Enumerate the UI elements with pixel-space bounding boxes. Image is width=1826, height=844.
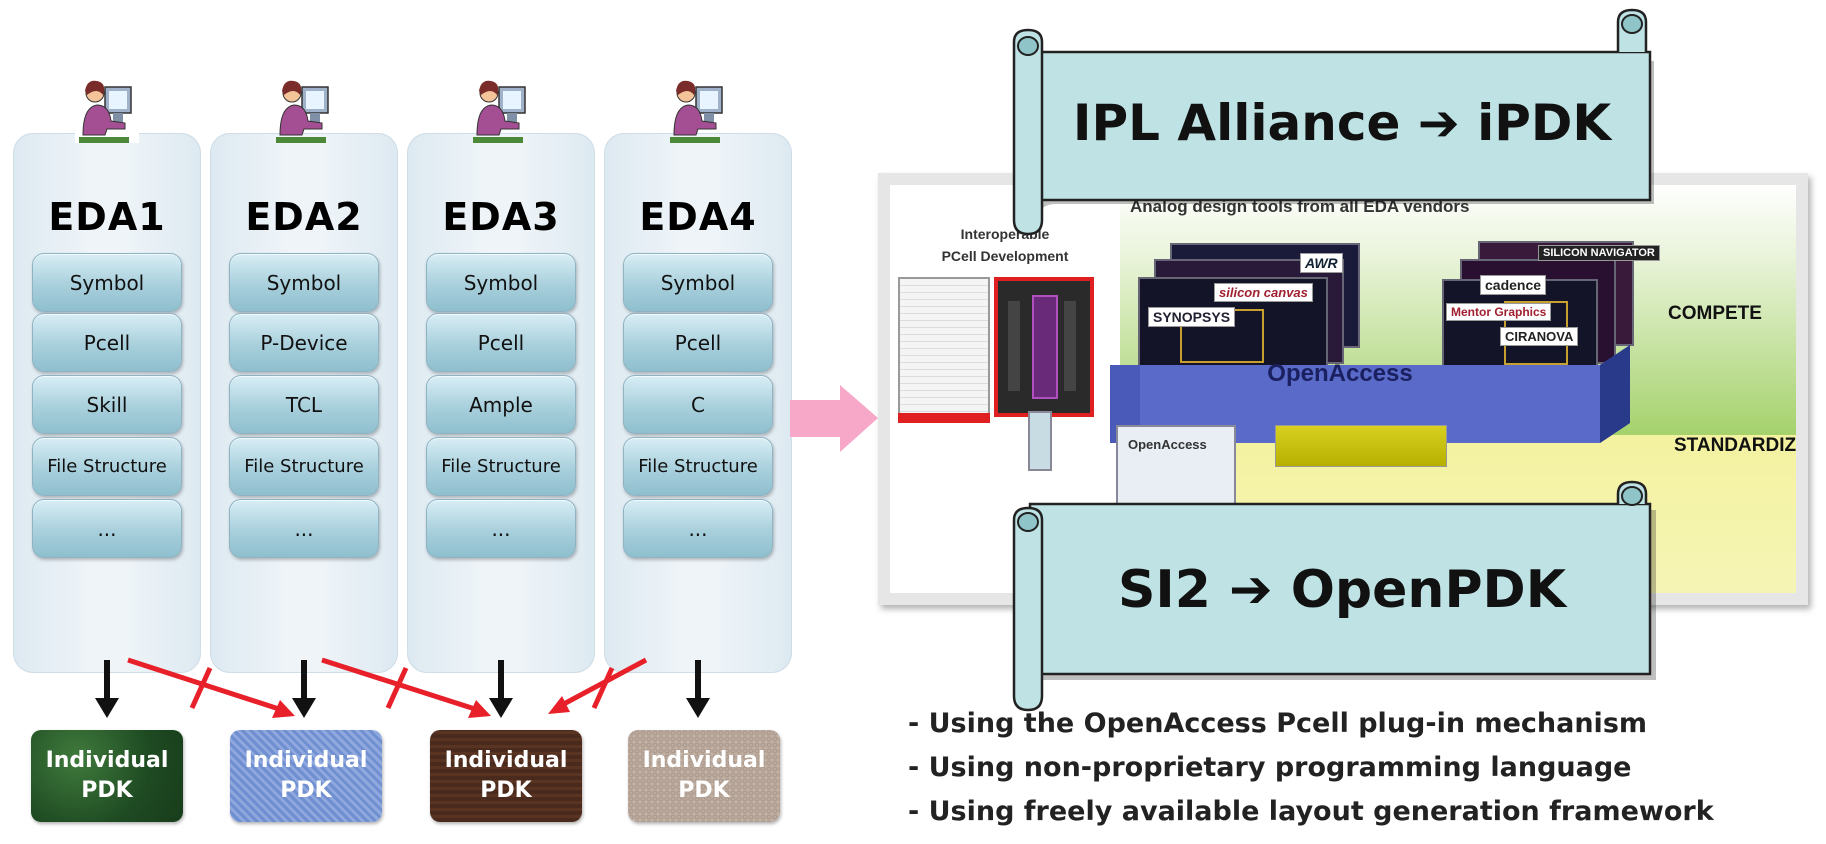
logo-synopsys: SYNOPSYS <box>1148 307 1236 327</box>
bullet-item: - Using the OpenAccess Pcell plug-in mec… <box>908 708 1648 739</box>
standardize-label: STANDARDIZE <box>1674 435 1808 456</box>
eda-title: EDA1 <box>48 195 166 239</box>
user-at-computer-icon <box>272 73 336 143</box>
block-symbol: Symbol <box>426 253 576 312</box>
block-symbol: Symbol <box>32 253 182 312</box>
block-file-structure: File Structure <box>426 437 576 496</box>
pdk-label-line2: PDK <box>280 778 332 803</box>
block-file-structure: File Structure <box>32 437 182 496</box>
pdk-label-line2: PDK <box>480 778 532 803</box>
openaccess-label: OpenAccess <box>1267 360 1413 387</box>
pdk-label-line2: PDK <box>81 778 133 803</box>
vendors-title: Analog design tools from all EDA vendors <box>1130 197 1470 216</box>
openpdk-banner-title: SI2 ➔ OpenPDK <box>1117 560 1567 620</box>
red-underline <box>898 413 990 423</box>
block-symbol: Symbol <box>229 253 379 312</box>
pcell-code-window <box>898 277 990 417</box>
bullet-item: - Using non-proprietary programming lang… <box>908 752 1632 783</box>
block-ellipsis: ... <box>229 499 379 558</box>
eda-column-3: EDA3 Symbol Pcell Ample File Structure .… <box>407 80 595 673</box>
block-symbol: Symbol <box>623 253 773 312</box>
pink-arrow-icon <box>790 385 878 452</box>
pcell-layout-window <box>994 277 1094 417</box>
block-language: Ample <box>426 375 576 434</box>
interop-label-line2: PCell Development <box>941 248 1069 264</box>
user-at-computer-icon <box>666 73 730 143</box>
block-language: TCL <box>229 375 379 434</box>
block-file-structure: File Structure <box>229 437 379 496</box>
small-connector <box>1028 411 1052 471</box>
eda-column-2: EDA2 Symbol P-Device TCL File Structure … <box>210 80 398 673</box>
logo-silicon-canvas: silicon canvas <box>1214 283 1313 302</box>
logo-silicon-navigator: SILICON NAVIGATOR <box>1538 245 1660 261</box>
standard-block <box>1275 425 1447 467</box>
logo-awr: AWR <box>1300 253 1343 273</box>
interop-label-line1: Interoperable <box>960 226 1050 242</box>
openaccess-platform <box>1110 345 1630 443</box>
logo-mentor-graphics: Mentor Graphics <box>1446 303 1552 321</box>
eda-title: EDA2 <box>245 195 363 239</box>
pdk-label-line1: Individual <box>45 748 169 773</box>
interoperability-slide: Interoperable PCell Development Analog d… <box>878 173 1808 605</box>
pdk-label-line2: PDK <box>678 778 730 803</box>
openaccess-doc-stack <box>1116 425 1236 515</box>
block-language: Skill <box>32 375 182 434</box>
pdk-label-line1: Individual <box>244 748 368 773</box>
compete-label: COMPETE <box>1668 303 1762 324</box>
logo-cadence: cadence <box>1480 275 1547 295</box>
user-at-computer-icon <box>469 73 533 143</box>
block-file-structure: File Structure <box>623 437 773 496</box>
block-ellipsis: ... <box>623 499 773 558</box>
block-language: C <box>623 375 773 434</box>
pdk-label-line1: Individual <box>444 748 568 773</box>
block-ellipsis: ... <box>426 499 576 558</box>
block-pcell: Pcell <box>426 313 576 372</box>
eda-column-1: EDA1 Symbol Pcell Skill File Structure .… <box>13 73 201 673</box>
ipdk-banner-title: IPL Alliance ➔ iPDK <box>1072 94 1612 152</box>
bullet-item: - Using freely available layout generati… <box>908 796 1714 827</box>
small-openaccess-label: OpenAccess <box>1128 437 1207 452</box>
eda-title: EDA4 <box>639 195 757 239</box>
block-ellipsis: ... <box>32 499 182 558</box>
eda-column-4: EDA4 Symbol Pcell C File Structure ... <box>604 80 792 673</box>
block-pcell: P-Device <box>229 313 379 372</box>
user-at-computer-icon <box>75 73 139 143</box>
pdk-label-line1: Individual <box>642 748 766 773</box>
eda-title: EDA3 <box>442 195 560 239</box>
block-pcell: Pcell <box>32 313 182 372</box>
block-pcell: Pcell <box>623 313 773 372</box>
logo-ciranova: CIRANOVA <box>1500 327 1579 346</box>
